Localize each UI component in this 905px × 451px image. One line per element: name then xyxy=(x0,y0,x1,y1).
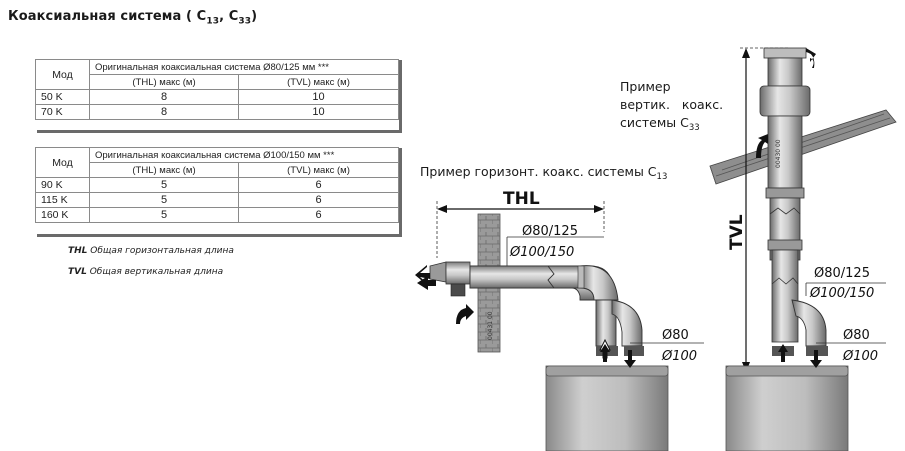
table-row: 160 K 5 6 xyxy=(35,207,399,223)
table-shadow xyxy=(399,60,402,133)
air-flow-arrows-horizontal xyxy=(415,265,636,368)
table-shadow xyxy=(37,130,402,133)
air-flow-arrows-vertical xyxy=(756,48,822,368)
table-shadow xyxy=(37,234,402,237)
cell-mod: 160 K xyxy=(35,207,90,223)
table-row: 50 K 8 10 xyxy=(35,89,399,105)
legend-tvl: TVL Общая вертикальная длина xyxy=(68,267,224,277)
vertical-caption: системы С33 xyxy=(620,115,700,133)
boiler xyxy=(725,365,849,451)
table-100-150: Мод Оригинальная коаксиальная система Ø1… xyxy=(35,147,399,223)
thl-label: THL xyxy=(503,189,540,209)
cell-thl: 5 xyxy=(89,207,239,223)
boiler xyxy=(545,365,669,451)
legend-thl: THL Общая горизонтальная длина xyxy=(68,246,234,256)
cell-tvl: 10 xyxy=(238,104,399,120)
table-row: 90 K 5 6 xyxy=(35,177,399,193)
table-row: 70 K 8 10 xyxy=(35,104,399,120)
horizontal-caption: Пример горизонт. коакс. системы С13 xyxy=(420,164,667,182)
diameter-80: Ø80 xyxy=(843,328,870,343)
cell-tvl: 6 xyxy=(238,207,399,223)
product-code-vertical: 00430 00 xyxy=(775,139,782,168)
cell-thl: 8 xyxy=(89,104,239,120)
horizontal-system: Пример горизонт. коакс. системы С13 0043… xyxy=(420,164,704,451)
diameter-100: Ø100 xyxy=(661,349,697,364)
diameter-80-125: Ø80/125 xyxy=(814,266,870,281)
diameter-100-150: Ø100/150 xyxy=(809,286,874,301)
diameter-100: Ø100 xyxy=(842,349,878,364)
vertical-system: Пример вертик. коакс. системы С33 TVL 00… xyxy=(620,47,897,451)
page-title: Коаксиальная система ( С13, С33) xyxy=(8,9,258,27)
vertical-caption: вертик. коакс. xyxy=(620,97,723,112)
table-80-125: Мод Оригинальная коаксиальная система Ø8… xyxy=(35,59,399,120)
diameter-80: Ø80 xyxy=(662,328,689,343)
tvl-label: TVL xyxy=(727,214,747,250)
diameter-80-125: Ø80/125 xyxy=(522,224,578,239)
diameter-100-150: Ø100/150 xyxy=(509,245,574,260)
product-code-horizontal: 00431 00 xyxy=(487,311,494,340)
table-shadow xyxy=(399,148,402,237)
vertical-caption: Пример xyxy=(620,79,671,94)
